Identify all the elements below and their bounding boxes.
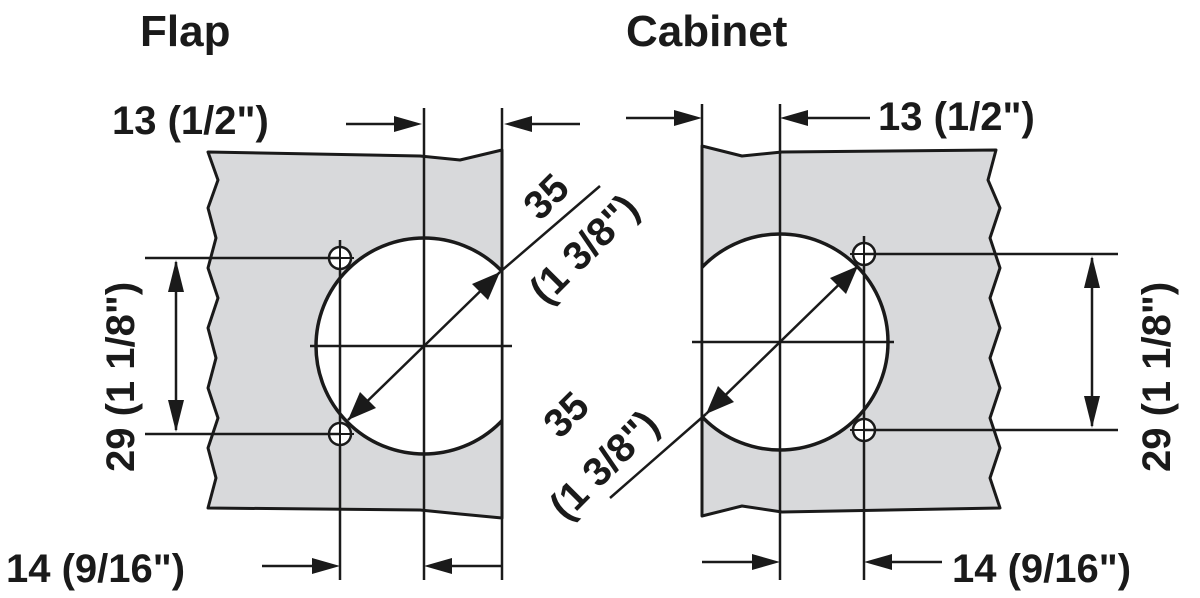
flap-title: Flap — [140, 7, 230, 56]
flap-vert-dim-label: 29 (1 1/8") — [99, 282, 143, 472]
flap-top-arrow-left — [394, 116, 422, 132]
flap-bottom-dim-label: 14 (9/16") — [6, 547, 185, 591]
cabinet-vert-arrow-up — [1084, 256, 1100, 288]
flap-diag-arrow-a — [348, 392, 376, 420]
cabinet-diag-arrow-a — [706, 386, 734, 414]
cabinet-diag-dim-line — [705, 265, 859, 415]
flap-bottom-arrow-left — [312, 558, 340, 574]
cabinet-diag-mm-label: 35 — [535, 384, 598, 447]
cabinet-bottom-arrow-right — [864, 554, 892, 570]
flap-vert-arrow-up — [168, 260, 184, 292]
cabinet-diag-leader — [609, 413, 707, 499]
cabinet-title: Cabinet — [626, 7, 788, 56]
cabinet-bottom-dim-label: 14 (9/16") — [952, 547, 1131, 591]
flap-diag-leader — [499, 185, 601, 273]
cabinet-vert-arrow-down — [1084, 396, 1100, 428]
flap-diag-arrow-b — [472, 272, 500, 300]
cabinet-top-arrow-left — [674, 110, 702, 126]
cabinet-top-arrow-right — [780, 110, 808, 126]
flap-diag-mm-label: 35 — [515, 166, 578, 229]
cabinet-panel-group — [700, 144, 1002, 518]
cabinet-bottom-arrow-left — [752, 554, 780, 570]
flap-diag-dim-line — [347, 271, 501, 421]
flap-vert-arrow-down — [168, 400, 184, 432]
flap-panel-group — [206, 148, 504, 520]
cabinet-diag-arrow-b — [830, 266, 858, 294]
cabinet-top-dim-label: 13 (1/2") — [878, 95, 1035, 139]
flap-top-dim-label: 13 (1/2") — [112, 99, 269, 143]
flap-top-arrow-right — [504, 116, 532, 132]
flap-bottom-arrow-right — [424, 558, 452, 574]
cabinet-vert-dim-label: 29 (1 1/8") — [1135, 282, 1179, 472]
